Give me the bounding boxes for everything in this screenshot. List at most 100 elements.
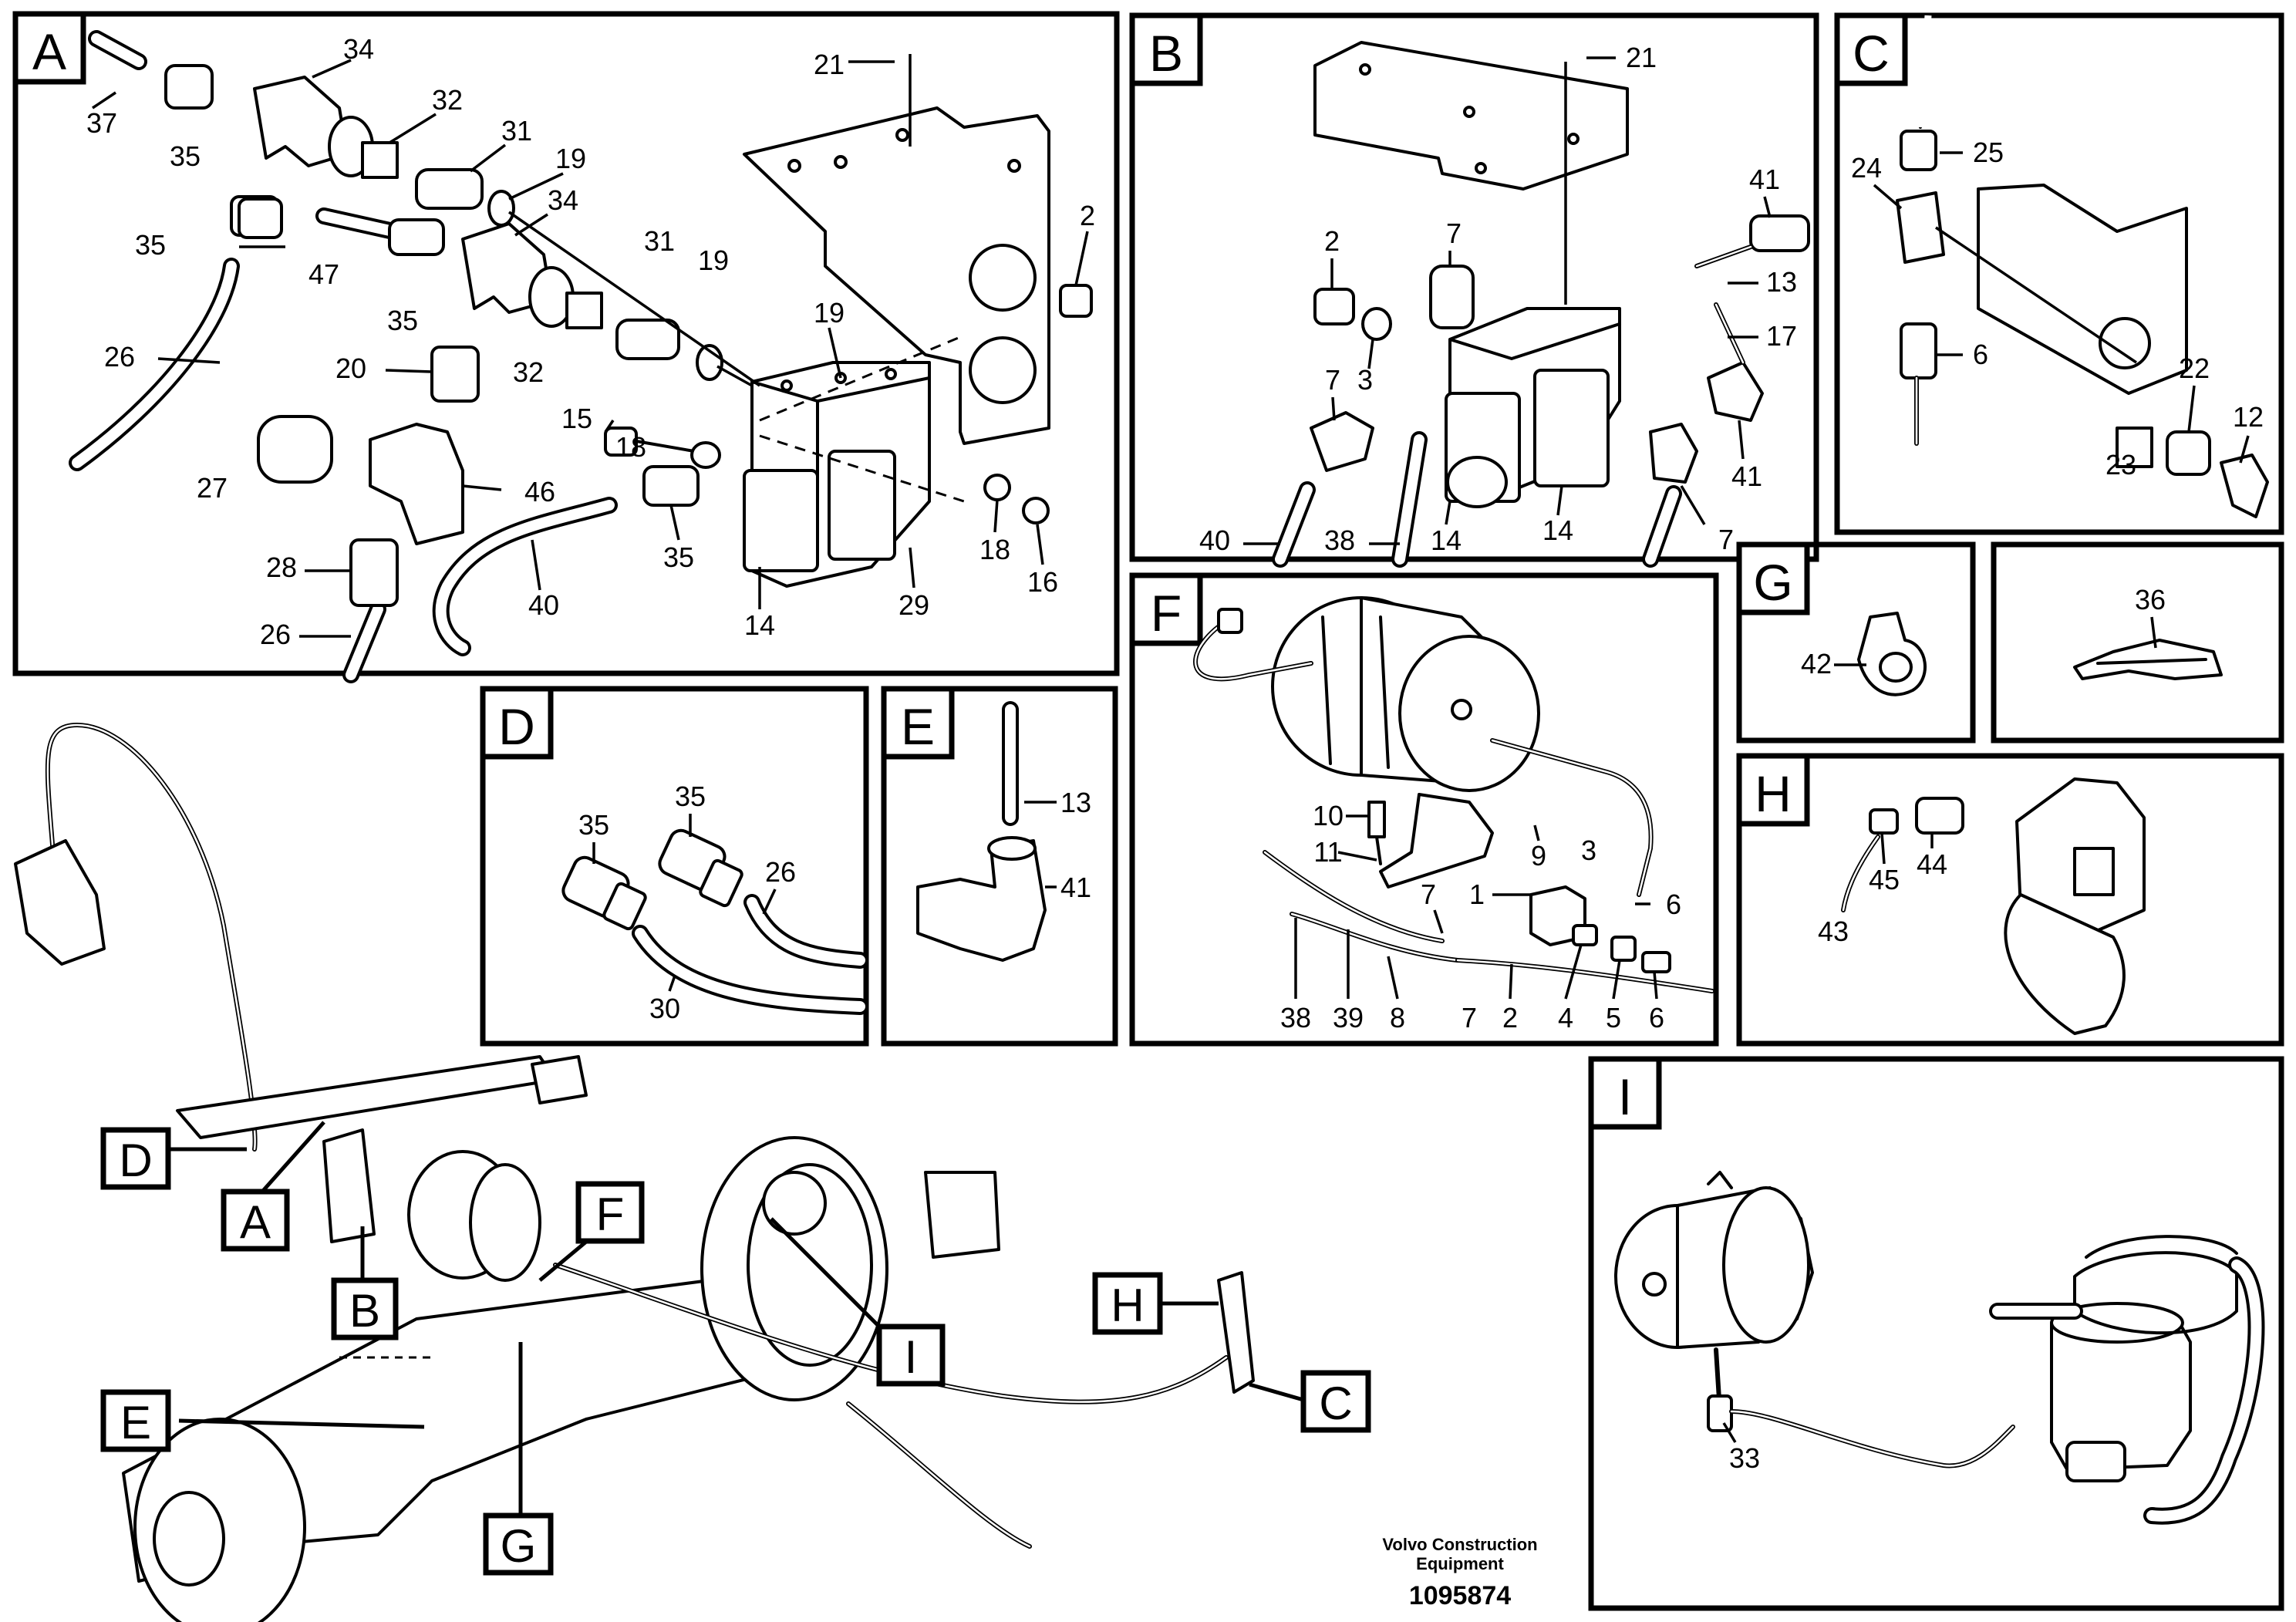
overview-cross-tube — [176, 1055, 557, 1139]
panel-d-artwork — [561, 828, 868, 1015]
part-label: 30 — [649, 993, 680, 1024]
panel-letters: A B C D E F G H — [12, 11, 1908, 1130]
nut-16 — [1022, 497, 1050, 524]
callout-b: B — [331, 1277, 399, 1340]
panel-e-frame — [881, 686, 1118, 1047]
part-label: 28 — [266, 551, 297, 583]
part-label: 14 — [1542, 514, 1573, 546]
part-label: 35 — [675, 781, 706, 812]
bracket — [1379, 793, 1494, 889]
part-label: 26 — [260, 619, 291, 650]
part-label: 10 — [1313, 800, 1344, 831]
panel-h-letter-text: H — [1755, 765, 1792, 822]
callout-d-text: D — [119, 1135, 152, 1186]
part-label: 36 — [2135, 584, 2166, 615]
part-label: 2 — [1502, 1002, 1518, 1034]
fitting-6 — [1900, 322, 1937, 379]
part-label: 35 — [170, 140, 201, 172]
panel-a-letter-text: A — [32, 23, 66, 80]
part-label: 7 — [1718, 524, 1734, 555]
fitting-35 — [238, 197, 283, 239]
part-label: 18 — [615, 431, 646, 463]
part-label: 12 — [2233, 401, 2264, 433]
o-ring-3 — [1361, 307, 1392, 341]
panel-h-artwork — [1841, 777, 2146, 1035]
part-label: 21 — [814, 49, 845, 80]
part-label: 16 — [1027, 566, 1058, 598]
part-label: 34 — [343, 33, 374, 65]
part-label: 7 — [1325, 364, 1340, 396]
part-label: 42 — [1801, 648, 1832, 679]
panel-a-artwork — [69, 30, 1093, 683]
part-label: 44 — [1917, 848, 1947, 880]
fitting-31 — [415, 168, 484, 210]
elbow-7 — [1649, 423, 1698, 484]
fitting-28 — [349, 538, 399, 607]
callout-g-text: G — [501, 1520, 537, 1572]
elbow-41 — [1707, 361, 1764, 422]
panel-blank-frame — [1991, 541, 2284, 744]
part-label: 4 — [1558, 1002, 1573, 1034]
part-label: 22 — [2179, 352, 2210, 384]
part-label: 39 — [1333, 1002, 1364, 1034]
part-label: 26 — [765, 856, 796, 888]
panel-g-labels: 42 — [1801, 648, 1832, 679]
elbow-44 — [1915, 797, 1964, 835]
panel-d-letter: D — [480, 686, 554, 760]
callout-g: G — [483, 1512, 554, 1576]
panel-b-labels: 21 41 2 7 13 17 3 7 41 40 38 14 14 7 — [1199, 42, 1797, 556]
part-label: 43 — [1818, 916, 1849, 947]
fitting-35 — [164, 64, 214, 110]
plug-2 — [1059, 284, 1093, 318]
panel-g-artwork — [1857, 612, 1927, 696]
fitting-31 — [615, 319, 680, 360]
panel-c-letter: C — [1834, 12, 1908, 86]
part-label: 38 — [1280, 1002, 1311, 1034]
panel-blank-labels: 36 — [2135, 584, 2166, 615]
panel-b-letter: B — [1129, 12, 1203, 86]
part-label: 25 — [1973, 137, 2004, 168]
panel-f-letter-text: F — [1151, 585, 1182, 642]
fitting-33 — [1707, 1394, 1733, 1432]
part-label: 2 — [1324, 225, 1340, 257]
cable-tie-36 — [2073, 639, 2223, 680]
axle-overview — [14, 722, 1255, 1622]
part-label: 19 — [814, 297, 845, 329]
part-label: 26 — [104, 341, 135, 373]
bracket-hole — [969, 244, 1037, 312]
part-label: 40 — [1199, 524, 1230, 556]
part-label: 47 — [308, 258, 339, 290]
panel-i-letter-text: I — [1618, 1068, 1632, 1125]
part-label: 6 — [1666, 889, 1681, 920]
part-label: 33 — [1729, 1442, 1760, 1474]
part-label: 15 — [561, 403, 592, 434]
panel-c-frame — [1834, 12, 2284, 535]
panel-g-frame — [1736, 541, 1976, 744]
part-label: 46 — [524, 476, 555, 508]
part-label: 8 — [1390, 1002, 1405, 1034]
part-label: 27 — [197, 472, 228, 504]
panel-e-letter-text: E — [901, 698, 935, 755]
bracket-hole — [969, 336, 1037, 404]
panel-c-artwork — [1896, 14, 2269, 518]
part-label: 5 — [1606, 1002, 1621, 1034]
footer: Volvo Construction Equipment 1095874 — [1382, 1535, 1537, 1610]
hose-26 — [69, 258, 240, 471]
o-ring-19 — [487, 190, 515, 227]
valve-coil-29 — [828, 450, 896, 561]
callout-i: I — [876, 1324, 946, 1387]
elbow-7 — [1429, 265, 1475, 329]
panel-c-leaders — [1873, 151, 2250, 464]
panel-d-labels: 35 35 26 30 — [578, 781, 796, 1024]
callout-c-text: C — [1319, 1378, 1352, 1429]
part-label: 3 — [1581, 835, 1596, 866]
fitting-27 — [257, 415, 333, 484]
panel-c-labels: 25 24 6 22 23 12 — [1851, 137, 2264, 481]
tee-24 — [1896, 191, 1945, 264]
panel-e-artwork — [916, 701, 1047, 962]
callout-i-text: I — [905, 1331, 918, 1383]
part-label: 18 — [979, 534, 1010, 565]
panel-i-letter: I — [1588, 1056, 1662, 1130]
fitting-22 — [2166, 430, 2211, 476]
panel-h-labels: 45 44 43 — [1818, 848, 1947, 947]
